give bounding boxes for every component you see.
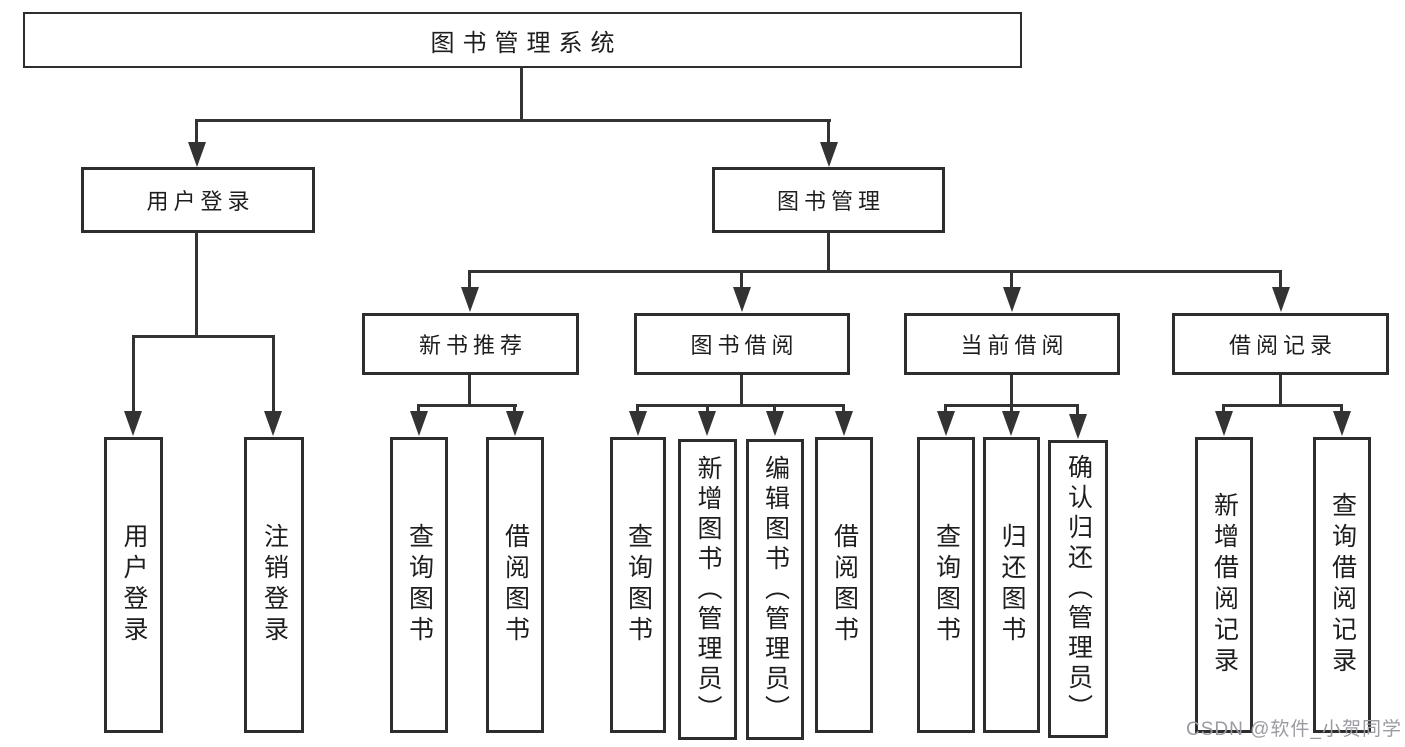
arrow-down-icon xyxy=(1002,411,1020,436)
connector-stem xyxy=(1340,404,1343,414)
leaf-user-login: 用户登录 xyxy=(104,437,163,733)
arrow-down-icon xyxy=(1333,411,1351,436)
connector-stem xyxy=(468,375,471,406)
node-book-borrow: 图书借阅 xyxy=(634,313,850,375)
connector-stem xyxy=(1010,404,1013,414)
connector-g5-hline xyxy=(1223,404,1343,407)
leaf-add-book-admin: 新增图书（管理员） xyxy=(678,439,737,740)
connector-stem xyxy=(1279,375,1282,406)
connector-stem xyxy=(1222,404,1225,414)
connector-stem xyxy=(706,404,709,414)
connector-stem xyxy=(1010,270,1013,289)
node-user-login: 用户登录 xyxy=(81,167,315,233)
connector-stem xyxy=(827,119,830,145)
node-new-book-recommend: 新书推荐 xyxy=(362,313,579,375)
connector-g3-hline xyxy=(637,404,845,407)
arrow-down-icon xyxy=(1069,414,1087,439)
connector-stem xyxy=(272,335,275,414)
connector-stem xyxy=(513,404,516,414)
leaf-query-books-2: 查询图书 xyxy=(610,437,666,733)
arrow-down-icon xyxy=(124,411,142,436)
arrow-down-icon xyxy=(835,411,853,436)
connector-stem xyxy=(1010,375,1013,406)
leaf-query-books-1: 查询图书 xyxy=(390,437,448,733)
connector-g2-hline xyxy=(418,404,517,407)
connector-stem xyxy=(1076,404,1079,416)
leaf-edit-book-admin: 编辑图书（管理员） xyxy=(746,439,804,740)
connector-stem xyxy=(773,404,776,414)
connector-stem xyxy=(417,404,420,414)
leaf-borrow-books-2: 借阅图书 xyxy=(815,437,873,733)
csdn-watermark: CSDN @软件_小贺同学 xyxy=(1186,719,1402,740)
arrow-down-icon xyxy=(1272,287,1290,312)
connector-stem xyxy=(827,232,830,272)
connector-g1-hline xyxy=(132,335,275,338)
connector-stem xyxy=(944,404,947,414)
leaf-add-borrow-record: 新增借阅记录 xyxy=(1195,437,1253,733)
node-borrow-records: 借阅记录 xyxy=(1172,313,1389,375)
connector-stem xyxy=(842,404,845,414)
arrow-down-icon xyxy=(188,142,206,167)
arrow-down-icon xyxy=(766,411,784,436)
connector-root-stem xyxy=(520,66,523,119)
arrow-down-icon xyxy=(629,411,647,436)
connector-stem xyxy=(195,119,198,145)
arrow-down-icon xyxy=(506,411,524,436)
connector-l3-hline xyxy=(468,270,1282,273)
connector-stem xyxy=(636,404,639,414)
arrow-down-icon xyxy=(264,411,282,436)
connector-stem xyxy=(468,270,471,289)
leaf-return-book: 归还图书 xyxy=(983,437,1040,733)
arrow-down-icon xyxy=(733,287,751,312)
connector-stem xyxy=(740,375,743,406)
node-current-borrow: 当前借阅 xyxy=(904,313,1120,375)
arrow-down-icon xyxy=(698,411,716,436)
node-root: 图书管理系统 xyxy=(23,12,1022,68)
connector-stem xyxy=(1279,270,1282,289)
arrow-down-icon xyxy=(1215,411,1233,436)
leaf-confirm-return-admin: 确认归还（管理员） xyxy=(1048,440,1108,738)
connector-stem xyxy=(132,335,135,414)
node-book-management: 图书管理 xyxy=(712,167,945,233)
arrow-down-icon xyxy=(461,287,479,312)
leaf-borrow-books-1: 借阅图书 xyxy=(486,437,544,733)
connector-stem xyxy=(195,232,198,337)
connector-l1-hline xyxy=(195,119,831,122)
connector-stem xyxy=(740,270,743,289)
arrow-down-icon xyxy=(410,411,428,436)
leaf-logout: 注销登录 xyxy=(244,437,304,733)
leaf-query-borrow-record: 查询借阅记录 xyxy=(1313,437,1371,733)
arrow-down-icon xyxy=(937,411,955,436)
leaf-query-books-3: 查询图书 xyxy=(917,437,975,733)
arrow-down-icon xyxy=(1003,287,1021,312)
arrow-down-icon xyxy=(820,142,838,167)
